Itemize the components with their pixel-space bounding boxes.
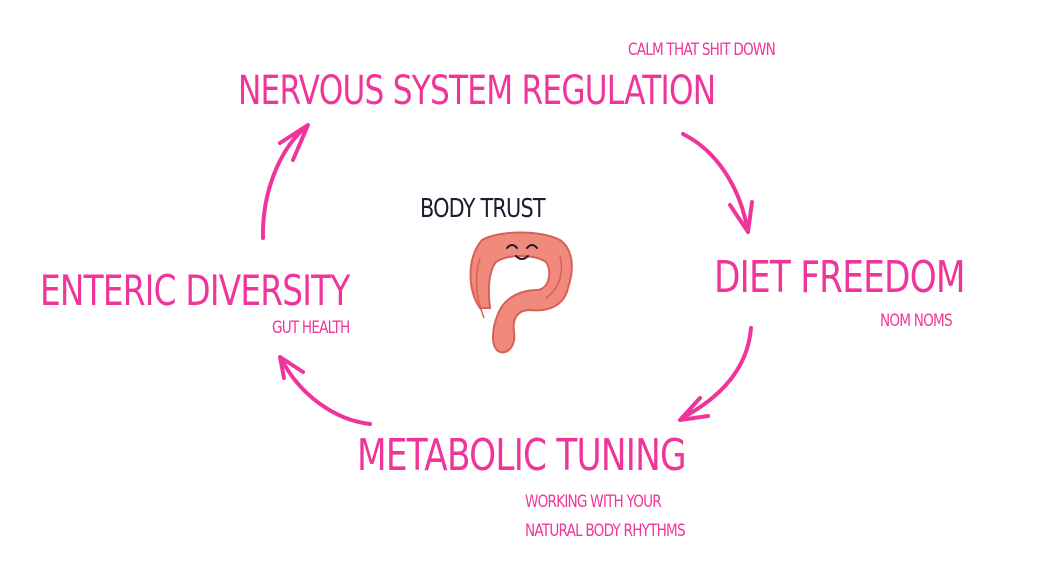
node-title-enteric-diversity: ENTERIC DIVERSITY: [40, 266, 350, 315]
node-subtitle-metabolic-tuning-line2: NATURAL BODY RHYTHMS: [525, 521, 686, 541]
node-subtitle-enteric-diversity: GUT HEALTH: [272, 318, 350, 338]
node-title-metabolic-tuning: METABOLIC TUNING: [357, 430, 687, 481]
smiling-colon-icon: [469, 231, 573, 354]
node-subtitle-nervous-system-regulation: CALM THAT SHIT DOWN: [628, 40, 776, 60]
node-subtitle-diet-freedom: NOM NOMS: [880, 311, 953, 331]
arrow-ed-to-nsr: [260, 123, 310, 240]
center-title: BODY TRUST: [420, 194, 546, 224]
arrow-mt-to-ed: [278, 355, 372, 426]
node-title-nervous-system-regulation: NERVOUS SYSTEM REGULATION: [238, 68, 716, 114]
node-title-diet-freedom: DIET FREEDOM: [714, 252, 966, 303]
arrow-nsr-to-df: [681, 132, 754, 234]
arrow-df-to-mt: [678, 326, 753, 422]
node-subtitle-metabolic-tuning-line1: WORKING WITH YOUR: [525, 492, 662, 512]
